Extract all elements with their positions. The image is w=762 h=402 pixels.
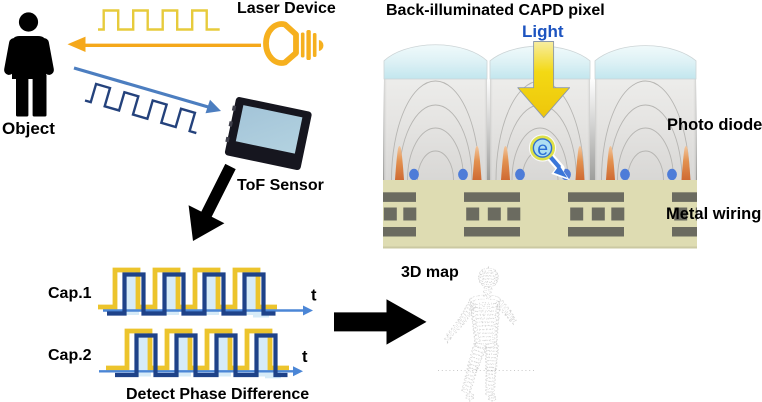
svg-text:Photo diode: Photo diode [667, 116, 762, 134]
svg-text:ToF Sensor: ToF Sensor [237, 177, 324, 194]
svg-text:t: t [311, 287, 317, 305]
svg-text:Cap.2: Cap.2 [48, 347, 92, 364]
svg-text:e: e [537, 138, 548, 160]
svg-text:Light: Light [522, 22, 564, 41]
svg-text:t: t [302, 348, 308, 366]
svg-text:Metal wiring: Metal wiring [666, 205, 761, 223]
svg-text:Detect Phase Difference: Detect Phase Difference [126, 386, 309, 402]
svg-text:Back-illuminated CAPD pixel: Back-illuminated CAPD pixel [386, 2, 605, 19]
svg-text:Laser Device: Laser Device [237, 0, 336, 17]
svg-text:3D map: 3D map [401, 264, 459, 281]
svg-text:Cap.1: Cap.1 [48, 285, 92, 302]
svg-text:Object: Object [2, 119, 55, 138]
